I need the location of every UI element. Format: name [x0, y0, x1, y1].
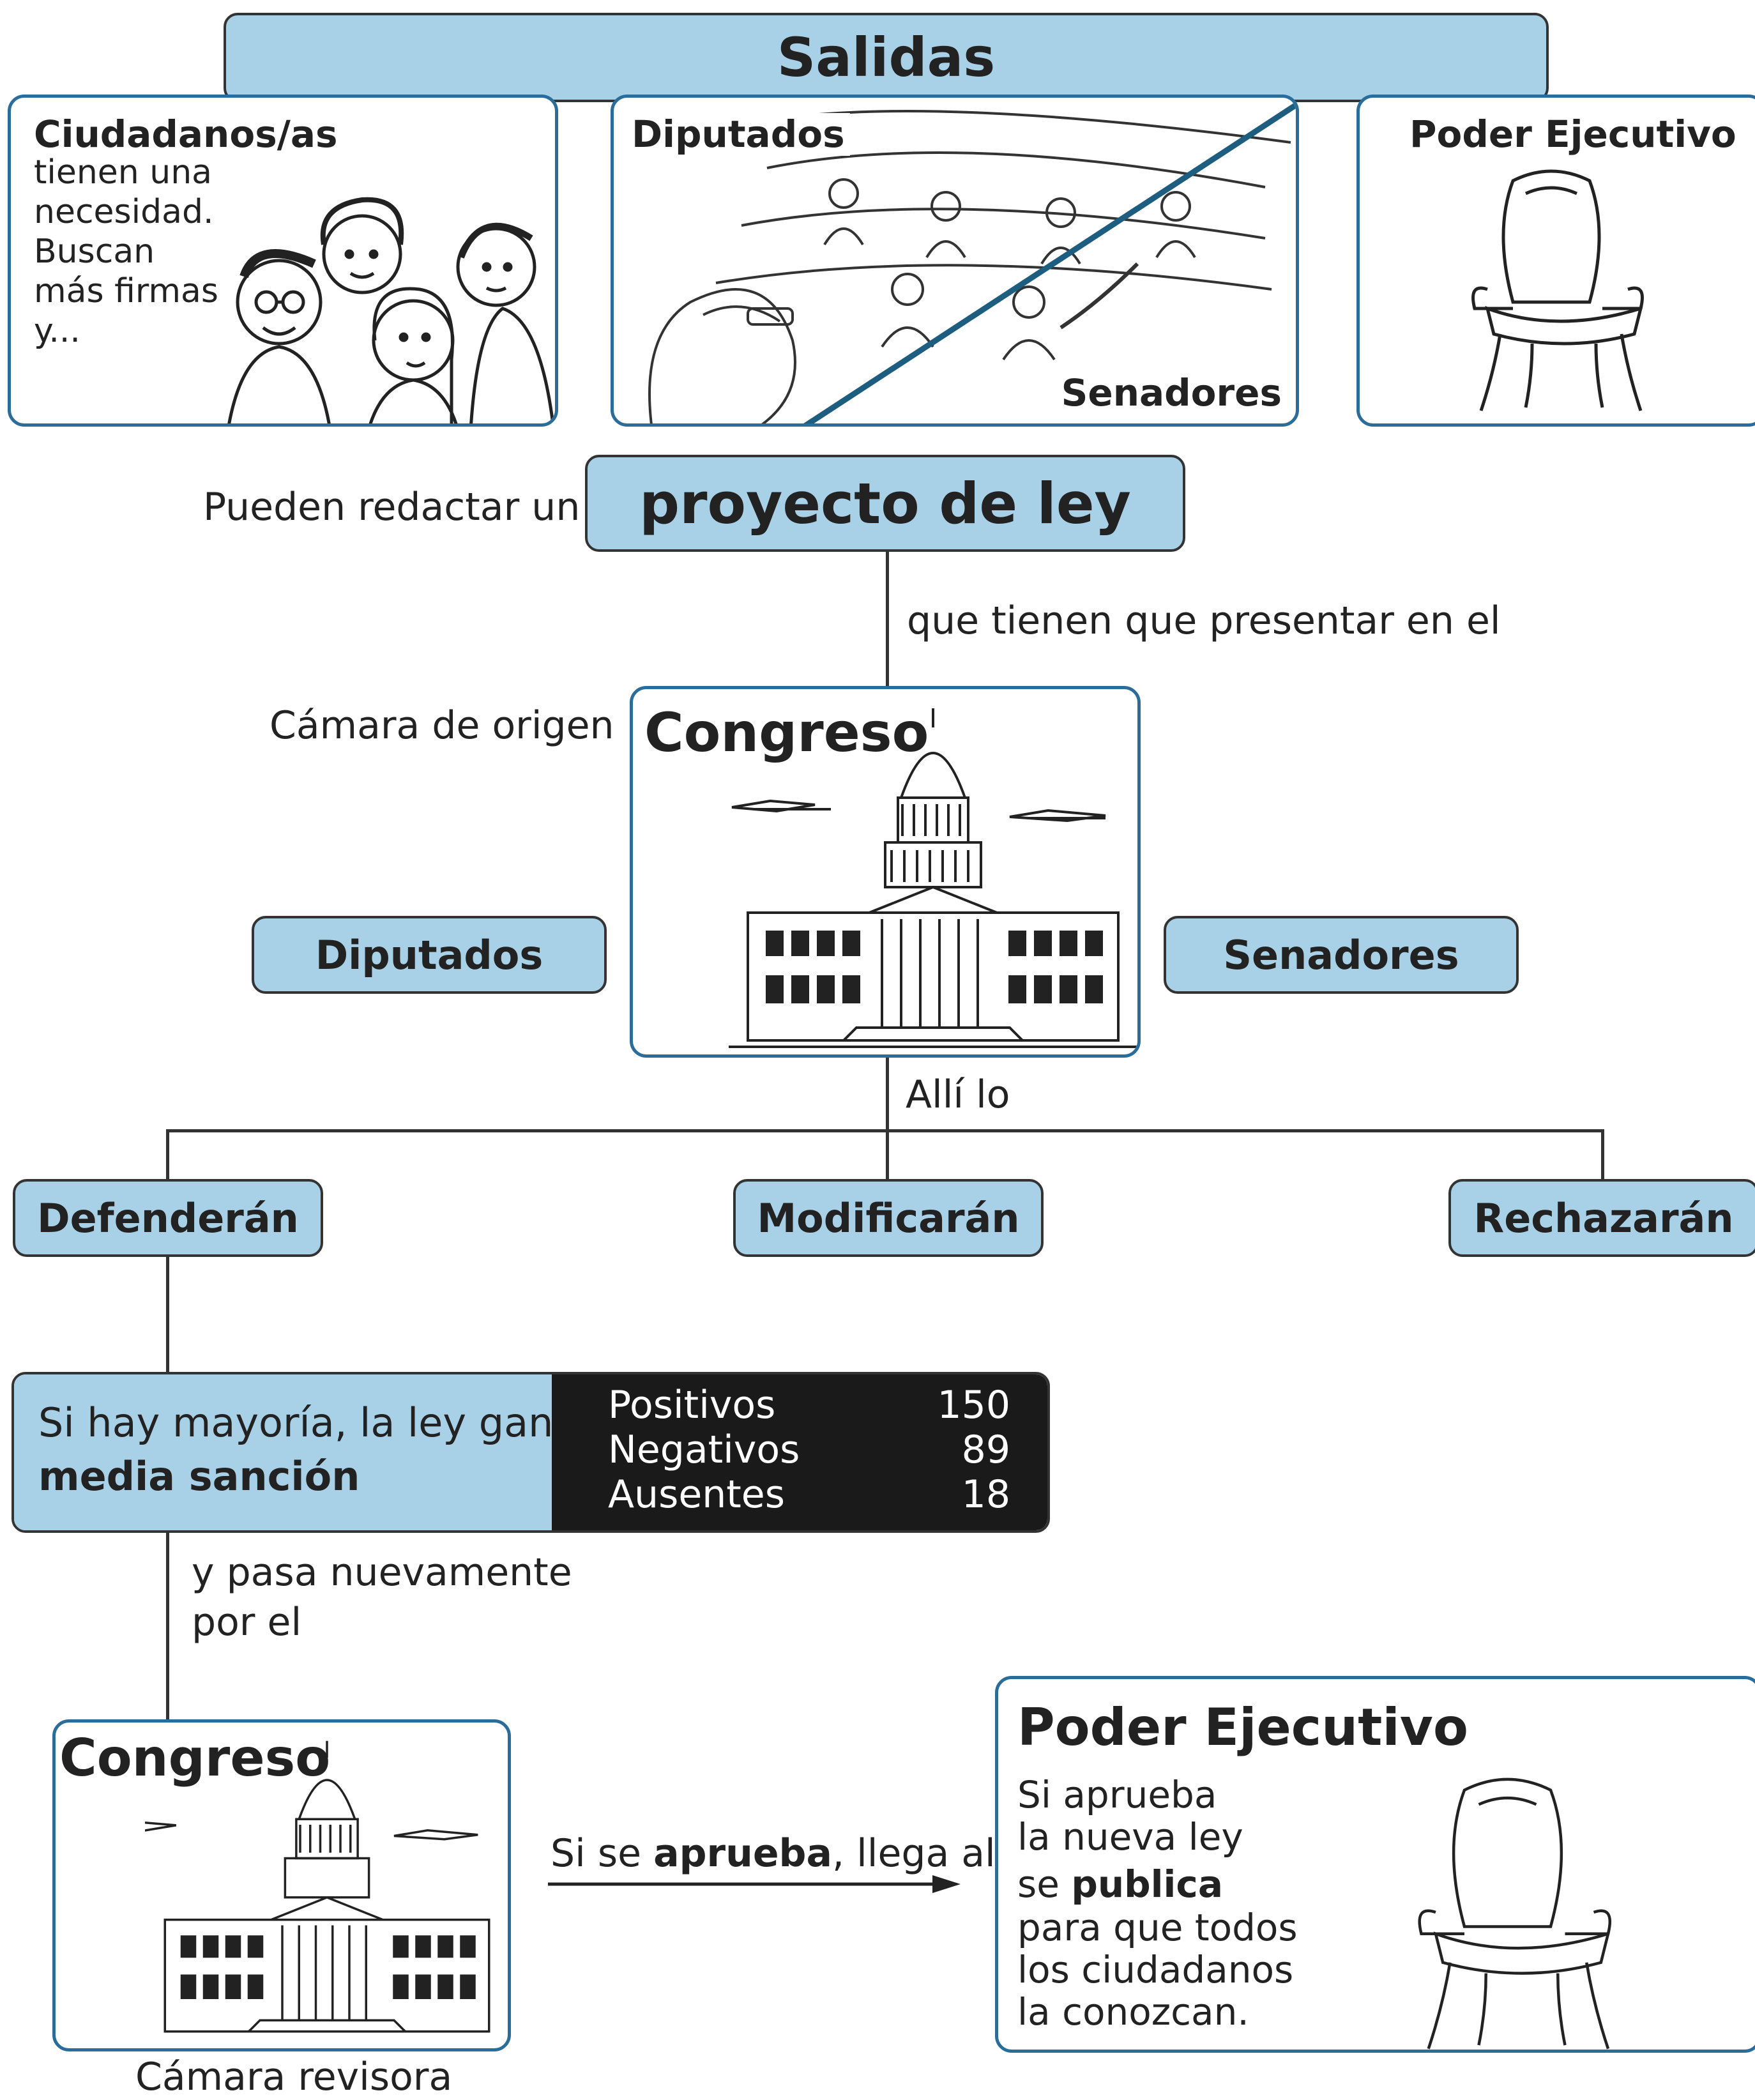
approval-arrow	[548, 1875, 961, 1893]
citizens-line-4: más firmas	[34, 272, 218, 310]
action-reject-box: Rechazarán	[1448, 1179, 1755, 1257]
connector-project-congress	[886, 552, 889, 687]
action-modify-box: Modificarán	[733, 1179, 1044, 1257]
executive-final-card: Poder Ejecutivo Si aprueba la nueva ley …	[995, 1676, 1755, 2053]
vote-positive-label: Positivos	[608, 1383, 776, 1427]
salidas-header: Salidas	[224, 13, 1549, 102]
chamber-divider-line	[803, 102, 1296, 423]
executive-final-title: Poder Ejecutivo	[1017, 1698, 1468, 1757]
congress-review-building-icon	[145, 1740, 490, 2033]
alli-lo-text: Allí lo	[906, 1072, 1010, 1117]
congress-origin-card: Congreso	[630, 686, 1141, 1058]
executive-card: Poder Ejecutivo	[1356, 95, 1755, 427]
citizens-line-5: y...	[34, 312, 80, 350]
chamber-illustration	[648, 110, 1291, 423]
armchair-icon	[1471, 169, 1644, 411]
vote-text-bold: media sanción	[38, 1453, 360, 1500]
action-modify-label: Modificarán	[757, 1194, 1020, 1242]
approval-bold: aprueba	[653, 1831, 832, 1876]
citizens-card: Ciudadanos/as tienen una necesidad. Busc…	[8, 95, 558, 427]
congress-origin-title: Congreso	[644, 701, 929, 764]
action-defend-box: Defenderán	[13, 1179, 323, 1257]
project-label: proyecto de ley	[639, 470, 1131, 536]
branch-left-drop	[166, 1129, 169, 1180]
passes-line-2: por el	[192, 1600, 302, 1645]
vote-negative-value: 89	[961, 1427, 1010, 1472]
chamber-diputados-label: Diputados	[315, 931, 543, 978]
connector-congress-branch	[886, 1058, 889, 1183]
congress-building-icon	[729, 708, 1137, 1048]
executive-line-3-pre: se	[1017, 1862, 1072, 1906]
congress-review-title: Congreso	[59, 1728, 331, 1788]
citizens-illustration	[227, 197, 555, 423]
executive-line-5: los ciudadanos	[1017, 1948, 1294, 1991]
chamber-senadores-box: Senadores	[1164, 916, 1519, 994]
vote-absent-value: 18	[961, 1472, 1010, 1517]
passes-line-1: y pasa nuevamente	[192, 1550, 572, 1595]
executive-line-3-bold: publica	[1071, 1862, 1223, 1906]
branch-horizontal	[166, 1129, 1604, 1132]
project-lead-text: Pueden redactar un	[203, 485, 581, 529]
executive-line-3: se publica	[1017, 1863, 1223, 1906]
action-reject-label: Rechazarán	[1473, 1194, 1734, 1242]
citizens-line-3: Buscan	[34, 232, 155, 271]
executive-line-2: la nueva ley	[1017, 1815, 1243, 1859]
approval-text: Si se aprueba, llega al	[551, 1832, 996, 1876]
vote-tally: Positivos 150 Negativos 89 Ausentes 18	[552, 1374, 1047, 1530]
connector-defend-vote	[166, 1257, 169, 1373]
executive-card-title: Poder Ejecutivo	[1409, 112, 1736, 156]
connector-vote-review	[166, 1533, 169, 1721]
chambers-title-diputados: Diputados	[627, 113, 850, 156]
citizens-title: Ciudadanos/as	[34, 112, 338, 156]
citizens-line-1: tienen una	[34, 153, 213, 192]
branch-right-drop	[1601, 1129, 1604, 1180]
executive-armchair-icon	[1418, 1777, 1612, 2050]
executive-line-4: para que todos	[1017, 1906, 1298, 1949]
chamber-senadores-label: Senadores	[1223, 931, 1459, 978]
executive-line-6: la conozcan.	[1017, 1990, 1249, 2034]
project-box: proyecto de ley	[585, 455, 1185, 552]
vote-panel: Si hay mayoría, la ley gana media sanció…	[11, 1372, 1050, 1533]
vote-negative-label: Negativos	[608, 1427, 800, 1472]
project-follow-text: que tienen que presentar en el	[907, 598, 1501, 643]
vote-text-area: Si hay mayoría, la ley gana media sanció…	[14, 1374, 577, 1530]
salidas-title: Salidas	[777, 26, 996, 89]
review-caption: Cámara revisora	[135, 2055, 453, 2099]
action-defend-label: Defenderán	[37, 1194, 299, 1242]
citizens-line-2: necesidad.	[34, 193, 214, 231]
vote-absent-label: Ausentes	[608, 1472, 785, 1517]
congress-review-card: Congreso	[52, 1719, 511, 2051]
approval-pre: Si se	[551, 1831, 654, 1876]
chambers-card: Diputados Senadores	[611, 95, 1299, 427]
origin-caption: Cámara de origen	[270, 703, 614, 748]
approval-post: , llega al	[832, 1831, 996, 1876]
vote-positive-value: 150	[937, 1383, 1010, 1427]
chambers-label-senadores: Senadores	[1056, 372, 1287, 415]
chamber-diputados-box: Diputados	[252, 916, 607, 994]
executive-line-1: Si aprueba	[1017, 1773, 1217, 1816]
vote-text-plain: Si hay mayoría, la ley gana	[38, 1399, 578, 1446]
